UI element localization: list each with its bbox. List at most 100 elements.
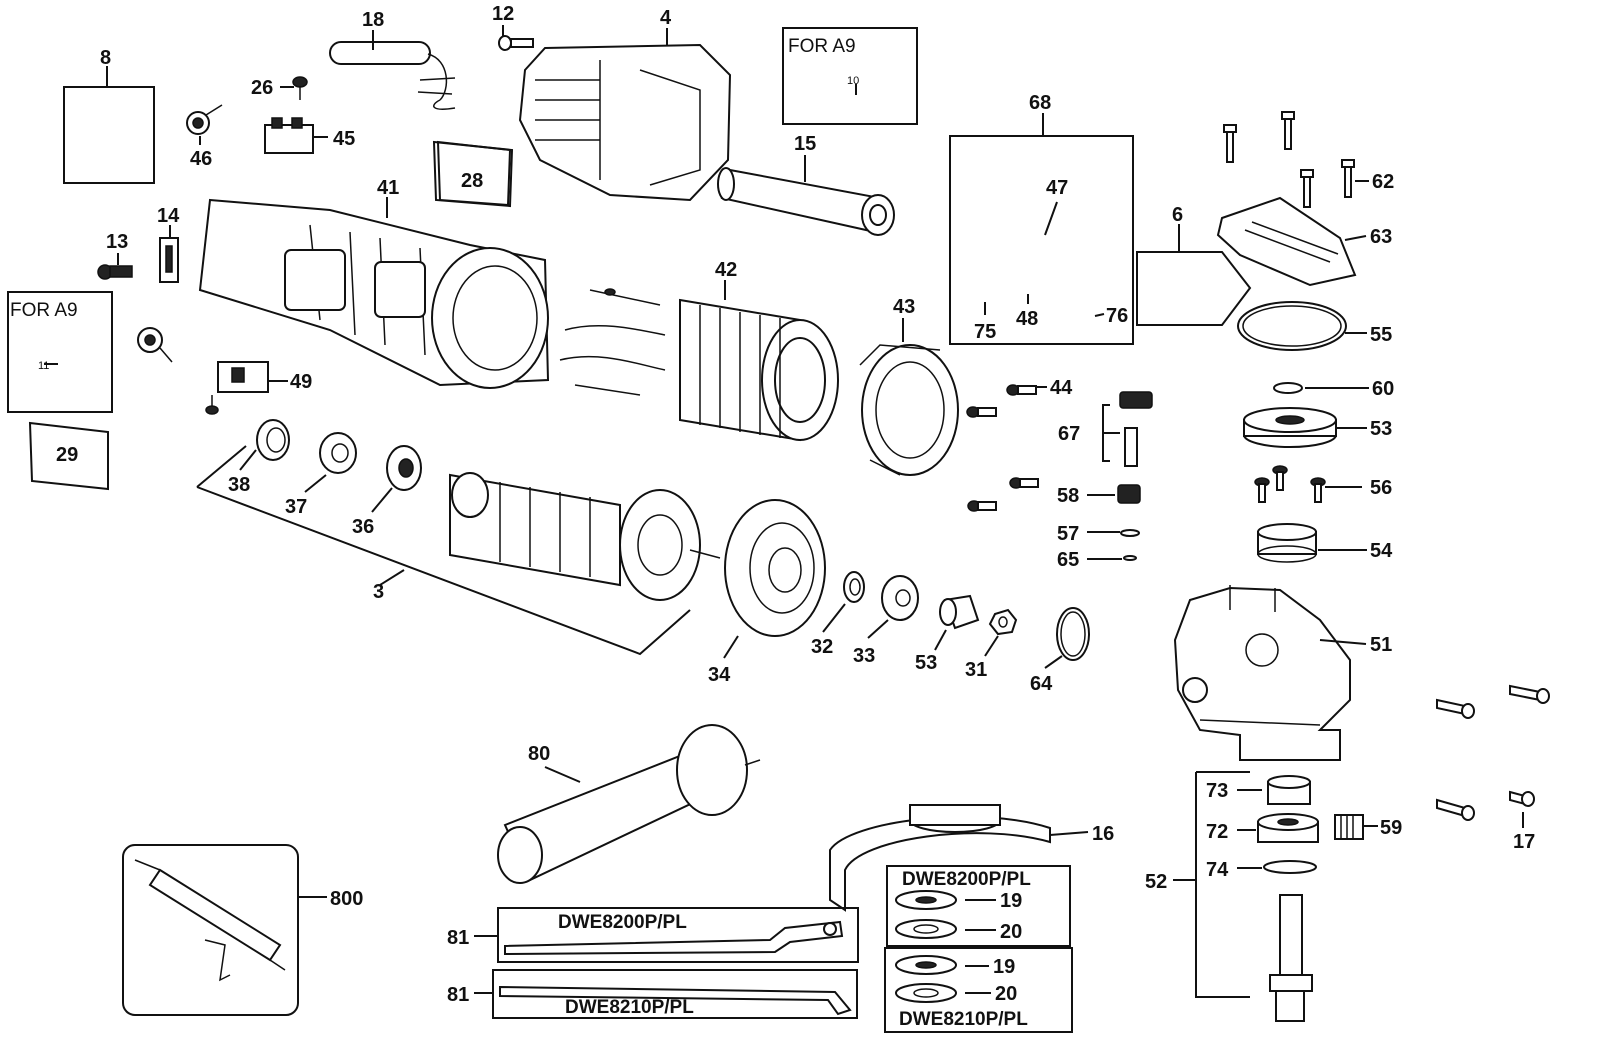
callout-34: 34 [708,664,731,686]
callout-67: 67 [1058,423,1080,445]
callout-43: 43 [893,296,915,318]
model-label-flange-8200: DWE8200P/PL [902,869,1031,890]
callout-51: 51 [1370,634,1392,656]
callout-72: 72 [1206,821,1228,843]
part-spring-drawing [137,327,173,363]
part-73-bearing-drawing [1267,775,1311,805]
callout-53-right: 53 [1370,418,1392,440]
part-62-screws-drawing [1223,111,1355,208]
callout-20-a: 20 [1000,921,1022,943]
callout-32: 32 [811,636,833,658]
part-14-plate-drawing [159,237,179,283]
part-4-rear-housing-drawing [518,43,732,202]
callout-73: 73 [1206,780,1228,802]
callout-81-b: 81 [447,984,469,1006]
callout-55: 55 [1370,324,1392,346]
callout-29: 29 [56,444,78,466]
callout-37: 37 [285,496,307,518]
flange-8210-box [884,947,1073,1033]
callout-49: 49 [290,371,312,393]
callout-80: 80 [528,743,550,765]
callout-62: 62 [1372,171,1394,193]
for-a9-note-left: FOR A9 [10,300,78,321]
for-a9-note-top: FOR A9 [788,36,856,57]
callout-13: 13 [106,231,128,253]
for-a9-top-box [782,27,918,125]
part-60-washer-drawing [1273,382,1303,394]
callout-labels: 8 18 12 4 26 46 45 28 15 41 68 47 62 6 6… [10,3,1535,1030]
callout-14: 14 [157,205,180,227]
callout-3: 3 [373,581,384,603]
callout-10: 10 [847,75,859,87]
callout-76: 76 [1106,305,1128,327]
callout-60: 60 [1372,378,1394,400]
part-37-bearing-drawing [319,432,357,474]
callout-59: 59 [1380,817,1402,839]
callout-15: 15 [794,133,816,155]
part-15-side-handle-drawing [717,167,895,236]
for-a9-left-box [7,291,113,413]
part-spindle-drawing [1269,894,1313,1022]
callout-38: 38 [228,474,250,496]
callout-8: 8 [100,47,111,69]
part-8-box [63,86,155,184]
callout-19-b: 19 [993,956,1015,978]
part-81-wrench-8200-drawing [504,920,844,956]
part-46-spring-drawing [186,104,223,135]
model-label-wrench-8200: DWE8200P/PL [558,912,687,933]
callout-52: 52 [1145,871,1167,893]
callout-56: 56 [1370,477,1392,499]
part-6-box [1136,251,1252,326]
part-31-nut-drawing [988,608,1018,636]
part-45-switch-drawing [264,117,314,154]
flange-8200-box [886,865,1071,947]
part-44-screws-drawing [966,384,1039,512]
callout-17: 17 [1513,831,1535,853]
model-label-wrench-8210: DWE8210P/PL [565,997,694,1018]
callout-11: 11 [38,360,49,372]
callout-19-a: 19 [1000,890,1022,912]
part-53-bushing-drawing [939,594,980,630]
part-42-field-drawing [559,288,839,442]
part-28-box [432,140,514,208]
part-3-armature-drawing [449,472,721,601]
callout-53-center: 53 [915,652,937,674]
callout-47: 47 [1046,177,1068,199]
callout-26: 26 [251,77,273,99]
callout-65: 65 [1057,549,1079,571]
part-53-bearing-right-drawing [1243,407,1337,448]
callout-54: 54 [1370,540,1393,562]
callout-36: 36 [352,516,374,538]
leader-lines [44,25,1524,998]
callout-20-b: 20 [995,983,1017,1005]
part-16-guard-drawing [829,804,1051,912]
callout-41: 41 [377,177,399,199]
callout-42: 42 [715,259,737,281]
part-49-switch-drawing [205,361,269,415]
part-26-screw-drawing [292,76,308,100]
callout-68: 68 [1029,92,1051,114]
callout-81-a: 81 [447,927,469,949]
callout-75: 75 [974,321,996,343]
part-41-motor-housing-drawing [198,198,550,389]
part-68-box [949,135,1134,345]
part-72-gear-drawing [1257,813,1319,843]
part-74-washer-drawing [1263,860,1317,874]
callout-44: 44 [1050,377,1073,399]
part-58-spring-drawing [1117,484,1141,504]
part-29-box [28,421,109,491]
part-63-cover-drawing [1216,196,1357,287]
part-55-o-ring-drawing [1237,301,1347,351]
part-20a-nut-drawing [895,919,957,939]
part-65-ring-drawing [1123,555,1137,561]
callout-64: 64 [1030,673,1053,695]
part-51-gear-case-drawing [1173,585,1351,761]
callout-16: 16 [1092,823,1114,845]
part-18-cable-drawing [329,41,456,110]
part-34-fan-drawing [724,499,826,637]
callout-31: 31 [965,659,987,681]
part-17-screws-drawing [1436,684,1550,821]
part-43-baffle-drawing [859,344,959,476]
callout-48: 48 [1016,308,1038,330]
part-33-bearing-drawing [881,575,919,621]
